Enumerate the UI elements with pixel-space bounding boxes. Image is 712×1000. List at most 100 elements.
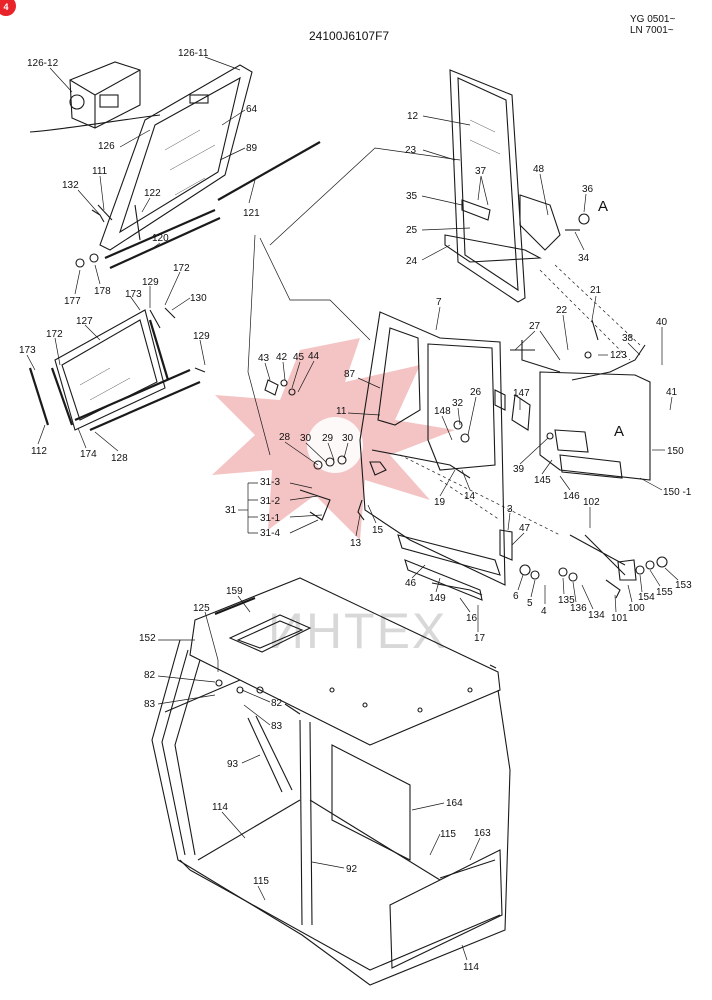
part-label: 92 xyxy=(346,864,358,875)
part-label: 24 xyxy=(406,256,418,267)
part-label: 64 xyxy=(246,104,258,115)
part-label: 40 xyxy=(656,317,668,328)
part-label: 15 xyxy=(372,525,384,536)
part-label: 25 xyxy=(406,225,418,236)
left-slide-window xyxy=(28,307,206,432)
part-label: 23 xyxy=(405,145,417,156)
part-label: 36 xyxy=(582,184,594,195)
part-label: 89 xyxy=(246,143,258,154)
top-window-assembly xyxy=(29,61,321,270)
part-label: 145 xyxy=(534,475,551,486)
part-label: 44 xyxy=(308,351,320,362)
part-label: 35 xyxy=(406,191,418,202)
part-label: 30 xyxy=(342,433,354,444)
view-marker-a-upper: A xyxy=(598,198,609,215)
part-label: 13 xyxy=(350,538,362,549)
part-label: 115 xyxy=(253,876,269,887)
part-label: 126-12 xyxy=(27,58,59,69)
part-label: 123 xyxy=(610,350,627,361)
part-label: 14 xyxy=(464,491,476,502)
lock-linkage xyxy=(519,534,668,599)
part-label: 164 xyxy=(446,798,463,809)
part-label: 93 xyxy=(227,759,239,770)
part-label: 132 xyxy=(62,180,79,191)
part-label: 130 xyxy=(190,293,207,304)
part-label: 178 xyxy=(94,286,111,297)
view-marker-a-lower: A xyxy=(614,423,625,440)
part-label: 29 xyxy=(322,433,334,444)
part-label: 31-4 xyxy=(260,528,281,539)
part-label: 154 xyxy=(638,592,655,603)
part-label: 129 xyxy=(142,277,159,288)
part-label: 3 xyxy=(507,504,513,515)
part-label: 83 xyxy=(271,721,283,732)
part-label: 159 xyxy=(226,586,243,597)
part-label: 174 xyxy=(80,449,97,460)
part-label: 122 xyxy=(144,188,161,199)
watermark-text: ИНТЕХ xyxy=(268,603,448,659)
part-label: 87 xyxy=(344,369,356,380)
page-badge: 4 xyxy=(0,0,16,16)
part-label: 27 xyxy=(529,321,541,332)
part-label: 28 xyxy=(279,432,291,443)
part-label: 114 xyxy=(212,802,228,813)
part-label: 146 xyxy=(563,491,580,502)
part-label: 17 xyxy=(474,633,486,644)
part-label: 46 xyxy=(405,578,417,589)
part-label: 37 xyxy=(475,166,487,177)
part-label: 149 xyxy=(429,593,446,604)
part-label: 148 xyxy=(434,406,451,417)
part-label: 48 xyxy=(533,164,545,175)
part-label: 152 xyxy=(139,633,156,644)
part-label: 31 xyxy=(225,505,237,516)
serial-range-2: LN 7001~ xyxy=(630,25,674,36)
part-label: 114 xyxy=(463,962,479,973)
projection-lines xyxy=(247,147,641,536)
part-label: 134 xyxy=(588,610,605,621)
part-label: 173 xyxy=(125,289,142,300)
part-label: 150 xyxy=(667,446,684,457)
part-label: 11 xyxy=(336,406,347,417)
part-label: 115 xyxy=(440,829,456,840)
part-label: 31-1 xyxy=(260,513,281,524)
part-label: 125 xyxy=(193,603,210,614)
part-label: 177 xyxy=(64,296,81,307)
part-label: 147 xyxy=(513,388,530,399)
part-label: 120 xyxy=(152,233,169,244)
part-label: 121 xyxy=(243,208,260,219)
part-label: 6 xyxy=(513,591,519,602)
part-label: 155 xyxy=(656,587,673,598)
part-label: 111 xyxy=(92,166,108,177)
part-label: 136 xyxy=(570,603,587,614)
part-label: 41 xyxy=(666,387,678,398)
part-label: 126-11 xyxy=(178,48,209,59)
part-label: 38 xyxy=(622,333,634,344)
part-label: 83 xyxy=(144,699,156,710)
part-label: 39 xyxy=(513,464,525,475)
part-label: 135 xyxy=(558,595,575,606)
right-panel-150 xyxy=(510,319,651,481)
part-label: 163 xyxy=(474,828,491,839)
part-label: 172 xyxy=(46,329,63,340)
cab-body xyxy=(151,577,511,986)
part-label: 112 xyxy=(31,446,47,457)
part-label: 19 xyxy=(434,497,446,508)
part-label: 128 xyxy=(111,453,128,464)
part-label: 82 xyxy=(271,698,283,709)
part-label: 32 xyxy=(452,398,464,409)
part-label: 21 xyxy=(590,285,602,296)
part-label: 31-2 xyxy=(260,496,281,507)
part-label: 126 xyxy=(98,141,115,152)
drawing-number: 24100J6107F7 xyxy=(309,29,390,43)
part-label: 82 xyxy=(144,670,156,681)
part-label: 129 xyxy=(193,331,210,342)
part-label: 102 xyxy=(583,497,600,508)
part-label: 47 xyxy=(519,523,531,534)
part-label: 5 xyxy=(527,598,533,609)
part-label: 45 xyxy=(293,352,305,363)
part-label: 34 xyxy=(578,253,590,264)
part-label: 12 xyxy=(407,111,419,122)
